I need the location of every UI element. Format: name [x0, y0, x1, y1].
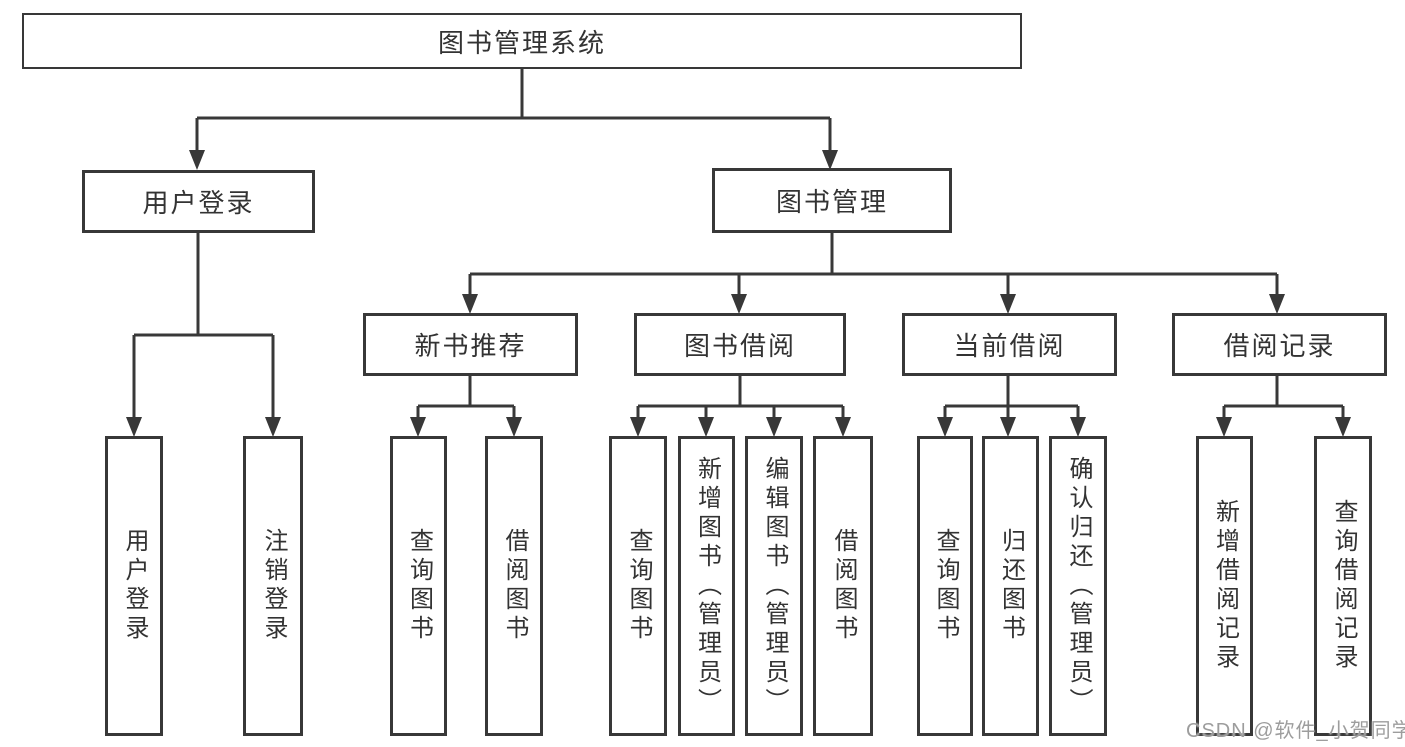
- node-user-login: 用户登录: [82, 170, 315, 233]
- leaf-query-borrow-record-label: 查询借阅记录: [1330, 499, 1357, 673]
- leaf-borrow-books-2: 借阅图书: [813, 436, 873, 736]
- leaf-user-login-label: 用户登录: [121, 528, 148, 644]
- csdn-watermark: CSDN @软件_小贺同学: [1186, 720, 1405, 742]
- leaf-query-books-2: 查询图书: [609, 436, 667, 736]
- leaf-logout: 注销登录: [243, 436, 303, 736]
- leaf-edit-book-admin-label: 编辑图书（管理员）: [761, 455, 788, 717]
- node-root-library-system: 图书管理系统: [22, 13, 1022, 69]
- node-new-book-recommend: 新书推荐: [363, 313, 578, 376]
- leaf-query-books-2-label: 查询图书: [625, 528, 652, 644]
- node-user-login-label: 用户登录: [142, 188, 255, 218]
- node-borrowing-records: 借阅记录: [1172, 313, 1387, 376]
- leaf-edit-book-admin: 编辑图书（管理员）: [745, 436, 803, 736]
- leaf-query-books-3: 查询图书: [917, 436, 973, 736]
- leaf-return-book-label: 归还图书: [997, 528, 1025, 644]
- leaf-add-book-admin-label: 新增图书（管理员）: [693, 455, 721, 717]
- leaf-add-book-admin: 新增图书（管理员）: [678, 436, 735, 736]
- leaf-confirm-return-admin-label: 确认归还（管理员）: [1065, 455, 1092, 717]
- leaf-query-books-1: 查询图书: [390, 436, 447, 736]
- node-book-management: 图书管理: [712, 168, 952, 233]
- leaf-query-borrow-record: 查询借阅记录: [1314, 436, 1372, 736]
- node-book-management-label: 图书管理: [775, 187, 888, 217]
- leaf-query-books-3-label: 查询图书: [932, 528, 959, 644]
- node-current-borrowing-label: 当前借阅: [953, 331, 1066, 361]
- leaf-user-login: 用户登录: [105, 436, 163, 736]
- leaf-borrow-books-1-label: 借阅图书: [501, 528, 528, 644]
- leaf-return-book: 归还图书: [982, 436, 1039, 736]
- leaf-add-borrow-record-label: 新增借阅记录: [1211, 499, 1239, 673]
- node-borrowing-records-label: 借阅记录: [1223, 331, 1336, 361]
- node-book-borrowing: 图书借阅: [634, 313, 846, 376]
- node-new-book-recommend-label: 新书推荐: [414, 331, 527, 361]
- leaf-add-borrow-record: 新增借阅记录: [1196, 436, 1253, 736]
- leaf-logout-label: 注销登录: [260, 528, 287, 644]
- node-root-label: 图书管理系统: [437, 27, 606, 58]
- leaf-borrow-books-1: 借阅图书: [485, 436, 543, 736]
- node-book-borrowing-label: 图书借阅: [683, 331, 796, 361]
- leaf-query-books-1-label: 查询图书: [405, 528, 433, 644]
- node-current-borrowing: 当前借阅: [902, 313, 1117, 376]
- leaf-confirm-return-admin: 确认归还（管理员）: [1049, 436, 1107, 736]
- leaf-borrow-books-2-label: 借阅图书: [830, 528, 857, 644]
